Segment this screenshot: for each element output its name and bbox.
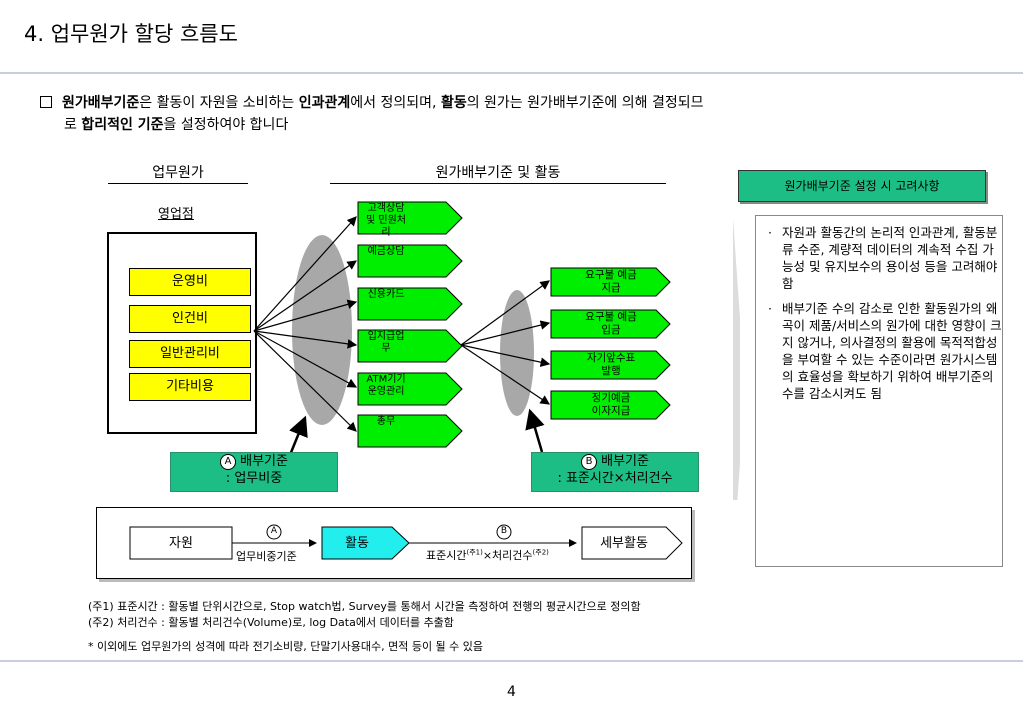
flow-resource: 자원	[169, 536, 193, 551]
consideration-item: 배부기준 수의 감소로 인한 활동원가의 왜곡이 제품/서비스의 원가에 대한 …	[768, 300, 1002, 402]
sub-activity-arrow	[550, 350, 671, 380]
left-column-header: 업무원가	[152, 165, 204, 181]
flow-resource-box	[129, 526, 233, 560]
activity-label: 고객상담 및 민원처리	[366, 203, 406, 238]
activity-arrow	[357, 201, 463, 235]
cost-item: 인건비	[129, 305, 251, 333]
activity-arrow	[357, 287, 463, 321]
flow-detail: 세부활동	[600, 536, 648, 551]
mid-column-header: 원가배부기준 및 활동	[435, 165, 561, 181]
consideration-item: 자원과 활동간의 논리적 인과관계, 활동분류 수준, 계량적 데이터의 계속적…	[768, 224, 1002, 292]
sub-activity-label: 요구불 예금 지급	[585, 269, 637, 294]
activity-arrow	[357, 414, 463, 448]
sub-activity-label: 정기예금 이자지급	[591, 392, 631, 417]
mid-header-rule	[330, 183, 666, 184]
activity-label: ATM기기 운영관리	[366, 374, 406, 397]
basis-b-label: B 배부기준 : 표준시간×처리건수	[531, 452, 699, 492]
flow-marker-a-icon	[266, 524, 282, 540]
sub-activity-arrow	[550, 267, 671, 297]
checkbox-bullet-icon	[40, 96, 52, 108]
intro-bold-1: 원가배부기준	[62, 95, 140, 111]
activity-arrow	[357, 244, 463, 278]
sub-activity-arrow	[550, 309, 671, 339]
intro-text-4: 로	[64, 117, 82, 133]
intro-bold-4: 합리적인 기준	[81, 117, 164, 133]
flow-marker-a: A	[270, 526, 278, 536]
basis-a-line1: 배부기준	[240, 454, 288, 469]
basis-a-line2: : 업무비중	[225, 471, 283, 486]
page-number: 4	[507, 684, 516, 700]
activity-label: 신용카드	[367, 289, 405, 300]
activity-arrow	[357, 372, 463, 406]
page-title: 4. 업무원가 할당 흐름도	[24, 22, 238, 46]
cost-item: 일반관리비	[129, 340, 251, 368]
intro-bold-2: 인과관계	[298, 95, 351, 111]
activity-label: 입지급업무	[367, 331, 405, 354]
flow-label-b: 표준시간(주1)×처리건수(주2)	[426, 548, 549, 562]
sub-activity-label: 요구불 예금 입금	[585, 311, 637, 336]
intro-bold-3: 활동	[440, 95, 467, 111]
note-3: * 이외에도 업무원가의 성격에 따라 전기소비량, 단말기사용대수, 면적 등…	[88, 640, 484, 653]
bottom-divider	[0, 660, 1023, 662]
activity-arrow	[357, 329, 463, 363]
ellipse-a	[292, 235, 352, 425]
sub-activity-label: 자기앞수표 발행	[586, 352, 636, 377]
cost-item: 운영비	[129, 268, 251, 296]
considerations-header: 원가배부기준 설정 시 고려사항	[738, 170, 986, 202]
flow-summary-diagram	[129, 524, 683, 560]
flow-detail-shape	[581, 526, 683, 560]
allocation-diagram	[253, 201, 740, 500]
intro-text-5: 을 설정하여야 합니다	[163, 117, 289, 133]
intro-text-3: 의 원가는 원가배부기준에 의해 결정되므	[466, 95, 704, 111]
considerations-box: 자원과 활동간의 논리적 인과관계, 활동분류 수준, 계량적 데이터의 계속적…	[755, 215, 1003, 567]
branch-label: 영업점	[158, 207, 194, 222]
marker-b-icon: B	[581, 454, 597, 470]
flow-activity-shape	[321, 526, 410, 560]
sub-activity-arrow	[550, 390, 671, 420]
marker-a-icon: A	[220, 454, 236, 470]
basis-a-label: A 배부기준 : 업무비중	[170, 452, 338, 492]
considerations-chevron-icon	[733, 218, 740, 500]
flow-label-a: 업무비중기준	[236, 550, 297, 563]
intro-text-2: 에서 정의되며,	[350, 95, 441, 111]
top-divider	[0, 72, 1023, 74]
note-1: (주1) 표준시간 : 활동별 단위시간으로, Stop watch법, Sur…	[88, 600, 641, 613]
flow-marker-b: B	[500, 526, 508, 536]
left-header-rule	[108, 183, 248, 184]
cost-item: 기타비용	[129, 373, 251, 401]
flow-activity: 활동	[345, 536, 369, 551]
intro-text: 원가배부기준은 활동이 자원을 소비하는 인과관계에서 정의되며, 활동의 원가…	[40, 92, 990, 136]
activity-label: 총무	[376, 416, 396, 427]
basis-b-line2: : 표준시간×처리건수	[557, 471, 673, 486]
ellipse-b	[500, 290, 534, 416]
activity-label: 예금상담	[367, 246, 405, 257]
basis-b-line1: 배부기준	[601, 454, 649, 469]
note-2: (주2) 처리건수 : 활동별 처리건수(Volume)로, log Data에…	[88, 616, 454, 629]
flow-marker-b-icon	[496, 524, 512, 540]
intro-text-1: 은 활동이 자원을 소비하는	[139, 95, 299, 111]
